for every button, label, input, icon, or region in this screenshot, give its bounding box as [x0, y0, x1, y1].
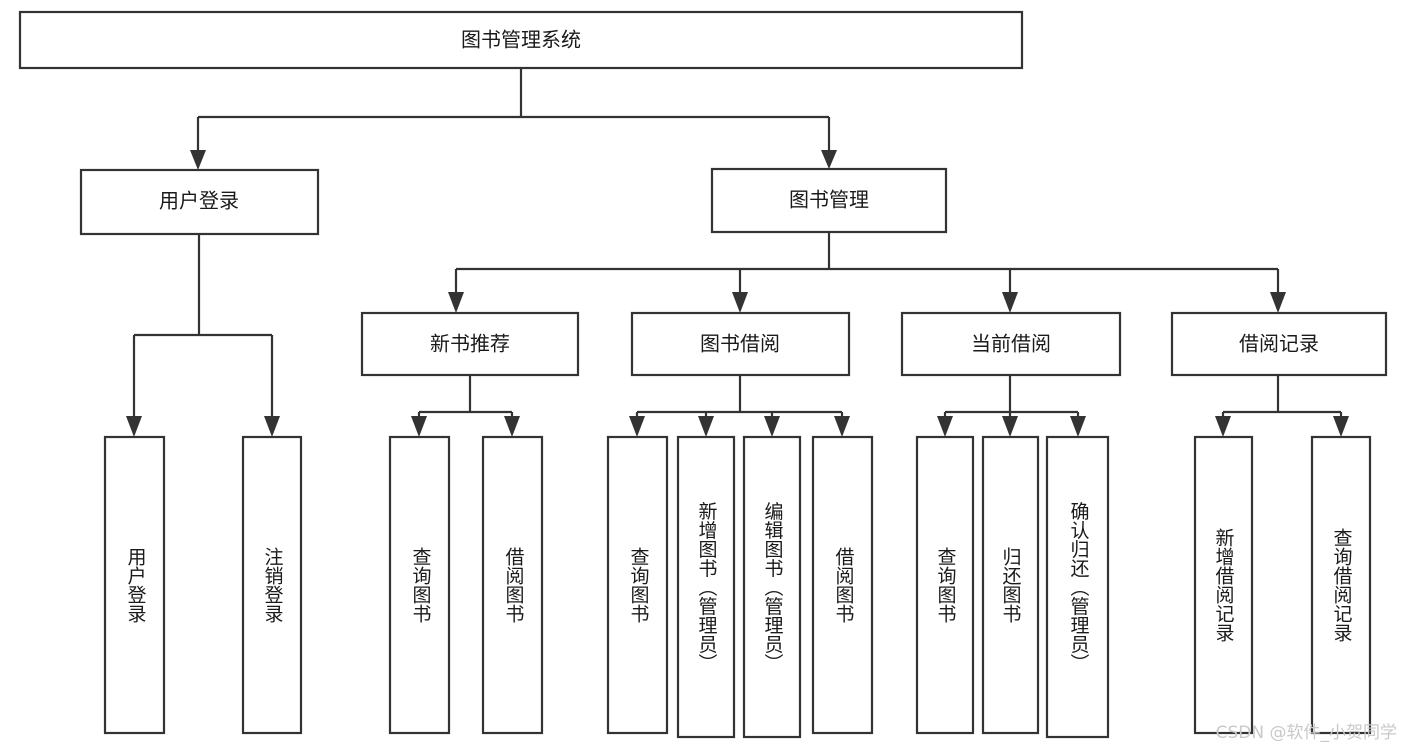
arrow-head-leaf-return-book	[1002, 416, 1018, 437]
node-user-login[interactable]: 用户登录	[79, 168, 320, 236]
node-leaf-edit-book-admin-label: 编辑图书（管理员）	[762, 501, 784, 672]
node-leaf-return-book-box[interactable]	[981, 435, 1040, 735]
node-leaf-add-borrow-record[interactable]: 新增借阅记录	[1193, 435, 1254, 735]
node-leaf-query-book-recommend-label: 查询图书	[410, 547, 432, 623]
arrow-head-leaf-edit-book-admin	[764, 416, 780, 437]
arrow-head-user-login	[190, 150, 206, 170]
node-leaf-query-book-current[interactable]: 查询图书	[915, 435, 975, 735]
node-leaf-query-book-borrow[interactable]: 查询图书	[606, 435, 669, 735]
node-leaf-logout-login-label: 注销登录	[262, 547, 284, 623]
node-borrow-record-label: 借阅记录	[1239, 332, 1319, 356]
node-leaf-borrow-book-recommend-label: 借阅图书	[503, 547, 525, 623]
node-leaf-user-login-box[interactable]	[103, 435, 166, 735]
arrow-head-leaf-borrow-book	[834, 416, 850, 437]
node-leaf-confirm-return-admin-box[interactable]	[1045, 435, 1110, 739]
node-leaf-confirm-return-admin[interactable]: 确认归还（管理员）	[1045, 435, 1110, 739]
node-leaf-borrow-book-box[interactable]	[811, 435, 874, 735]
node-leaf-borrow-book-recommend-box[interactable]	[481, 435, 544, 735]
connector-group-current-borrow	[937, 375, 1086, 437]
node-leaf-edit-book-admin-box[interactable]	[742, 435, 802, 739]
node-borrow-record-box[interactable]	[1170, 311, 1388, 377]
node-leaf-user-login-label: 用户登录	[125, 547, 147, 623]
node-leaf-borrow-book[interactable]: 借阅图书	[811, 435, 874, 735]
node-leaf-query-borrow-record[interactable]: 查询借阅记录	[1310, 435, 1372, 735]
connector-group-new-book-recommend	[411, 375, 520, 437]
node-book-management-label: 图书管理	[789, 188, 869, 212]
node-leaf-query-book-current-box[interactable]	[915, 435, 975, 735]
node-leaf-confirm-return-admin-label: 确认归还（管理员）	[1068, 501, 1090, 672]
node-leaf-query-book-recommend[interactable]: 查询图书	[388, 435, 451, 735]
arrow-head-book-management	[821, 150, 837, 169]
node-book-borrow[interactable]: 图书借阅	[630, 311, 851, 377]
csdn-watermark: CSDN @软件_小贺同学	[1215, 723, 1397, 743]
arrow-head-leaf-query-book-borrow	[629, 416, 645, 437]
node-current-borrow[interactable]: 当前借阅	[900, 311, 1122, 377]
connector-group-book-borrow	[629, 375, 850, 437]
connector-group-book-management	[448, 232, 1286, 313]
arrow-head-current-borrow	[1002, 292, 1018, 313]
arrow-head-leaf-user-login	[126, 416, 142, 437]
node-leaf-add-borrow-record-label: 新增借阅记录	[1213, 528, 1235, 642]
arrow-head-leaf-query-borrow-record	[1333, 416, 1349, 437]
node-leaf-query-book-borrow-label: 查询图书	[628, 547, 650, 623]
arrow-head-leaf-confirm-return-admin	[1070, 416, 1086, 437]
arrow-head-leaf-add-borrow-record	[1215, 416, 1231, 437]
node-leaf-query-book-recommend-box[interactable]	[388, 435, 451, 735]
arrow-head-new-book-recommend	[448, 292, 464, 313]
node-new-book-recommend[interactable]: 新书推荐	[360, 311, 580, 377]
node-leaf-query-book-borrow-box[interactable]	[606, 435, 669, 735]
node-leaf-borrow-book-recommend[interactable]: 借阅图书	[481, 435, 544, 735]
node-leaf-logout-login[interactable]: 注销登录	[241, 435, 303, 735]
node-current-borrow-box[interactable]	[900, 311, 1122, 377]
node-book-borrow-box[interactable]	[630, 311, 851, 377]
node-root[interactable]: 图书管理系统	[18, 10, 1024, 70]
connector-group-root	[190, 68, 837, 170]
node-current-borrow-label: 当前借阅	[971, 332, 1051, 356]
arrow-head-borrow-record	[1270, 292, 1286, 313]
node-leaf-logout-login-box[interactable]	[241, 435, 303, 735]
node-leaf-edit-book-admin[interactable]: 编辑图书（管理员）	[742, 435, 802, 739]
arrow-head-leaf-add-book-admin	[698, 416, 714, 437]
node-leaf-add-borrow-record-box[interactable]	[1193, 435, 1254, 735]
node-user-login-box[interactable]	[79, 168, 320, 236]
node-book-management-box[interactable]	[710, 167, 948, 234]
node-borrow-record[interactable]: 借阅记录	[1170, 311, 1388, 377]
node-root-label: 图书管理系统	[461, 28, 581, 52]
connector-group-user-login	[126, 234, 280, 437]
node-leaf-query-book-current-label: 查询图书	[935, 547, 957, 623]
node-new-book-recommend-label: 新书推荐	[430, 332, 510, 356]
arrow-head-leaf-borrow-book-recommend	[504, 416, 520, 437]
arrow-head-leaf-query-book-recommend	[411, 416, 427, 437]
node-leaf-add-book-admin-box[interactable]	[676, 435, 736, 739]
arrow-head-leaf-logout-login	[264, 416, 280, 437]
node-leaf-user-login[interactable]: 用户登录	[103, 435, 166, 735]
node-new-book-recommend-box[interactable]	[360, 311, 580, 377]
node-leaf-return-book-label: 归还图书	[1000, 547, 1022, 623]
arrow-head-leaf-query-book-current	[937, 416, 953, 437]
node-leaf-add-book-admin[interactable]: 新增图书（管理员）	[676, 435, 736, 739]
node-leaf-query-borrow-record-box[interactable]	[1310, 435, 1372, 735]
node-user-login-label: 用户登录	[159, 189, 239, 213]
connector-group-borrow-record	[1215, 375, 1349, 437]
node-leaf-return-book[interactable]: 归还图书	[981, 435, 1040, 735]
node-book-borrow-label: 图书借阅	[700, 332, 780, 356]
arrow-head-book-borrow	[732, 292, 748, 313]
node-leaf-query-borrow-record-label: 查询借阅记录	[1331, 528, 1353, 642]
node-leaf-borrow-book-label: 借阅图书	[833, 547, 855, 623]
node-leaf-add-book-admin-label: 新增图书（管理员）	[696, 501, 718, 672]
node-root-box[interactable]	[18, 10, 1024, 70]
node-book-management[interactable]: 图书管理	[710, 167, 948, 234]
